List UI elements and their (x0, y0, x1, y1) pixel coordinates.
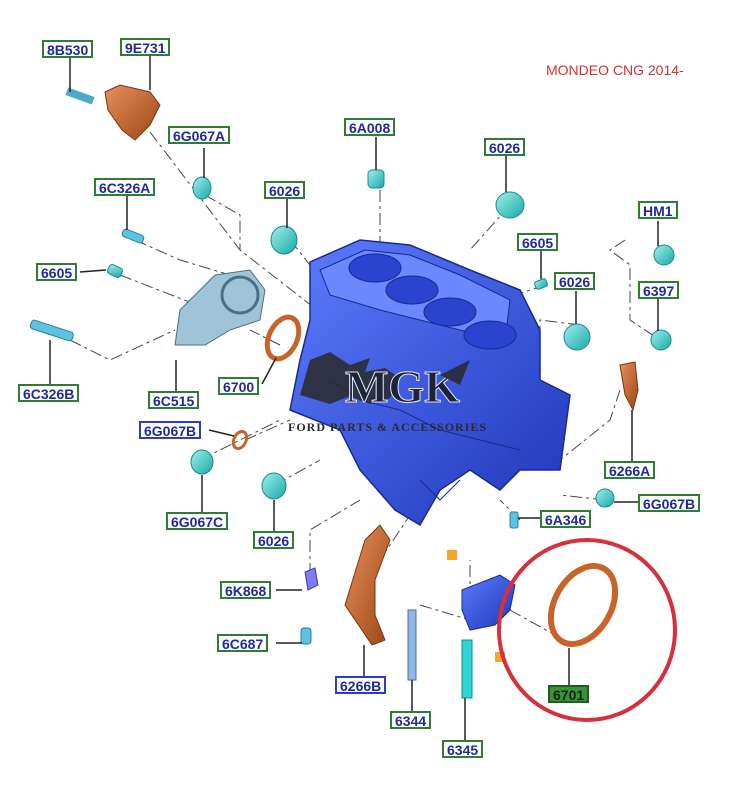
seal-6701 (547, 563, 619, 647)
label-stems (49, 56, 659, 740)
watermark-subtitle: FORD PARTS & ACCESSORIES (288, 420, 488, 434)
part-label-6k868[interactable]: 6K868 (220, 581, 272, 599)
seal-6g067b-ring (231, 429, 249, 451)
baffle-6266a (619, 361, 639, 412)
marker-square (447, 550, 457, 560)
part-label-6397[interactable]: 6397 (638, 281, 680, 299)
watermark-logo-text: MGK (345, 361, 460, 412)
highlight-circle (497, 538, 677, 722)
mgk-logo: MGK (300, 352, 470, 413)
part-label-6g067a[interactable]: 6G067A (168, 126, 231, 144)
seal-6700 (264, 314, 302, 362)
part-label-6026-right[interactable]: 6026 (554, 272, 596, 290)
part-label-6344[interactable]: 6344 (390, 711, 432, 729)
part-label-6605-left[interactable]: 6605 (36, 263, 78, 281)
part-label-9e731[interactable]: 9E731 (120, 38, 171, 56)
part-label-6a008[interactable]: 6A008 (344, 118, 396, 136)
part-label-6266b[interactable]: 6266B (335, 676, 387, 694)
part-label-6026-left[interactable]: 6026 (264, 181, 306, 199)
expansion-plugs (107, 169, 675, 508)
bracket-9e731 (65, 84, 161, 141)
part-label-6700[interactable]: 6700 (218, 377, 260, 395)
part-label-6345[interactable]: 6345 (442, 740, 484, 758)
engine-block (289, 239, 571, 527)
part-label-6701[interactable]: 6701 (548, 685, 590, 703)
part-label-6a346[interactable]: 6A346 (540, 510, 592, 528)
part-label-6266a[interactable]: 6266A (604, 461, 656, 479)
part-label-6605-right[interactable]: 6605 (517, 233, 559, 251)
part-label-6026-top[interactable]: 6026 (484, 138, 526, 156)
rear-cover-plate (174, 269, 266, 346)
part-label-6g067b-right[interactable]: 6G067B (638, 494, 701, 512)
clip-6k868 (304, 567, 319, 591)
part-label-6g067c[interactable]: 6G067C (166, 512, 229, 530)
part-label-hm1[interactable]: HM1 (638, 201, 678, 219)
part-label-6026-bottom[interactable]: 6026 (253, 531, 295, 549)
baffle-6266b (344, 524, 391, 646)
part-label-6c326a[interactable]: 6C326A (94, 178, 156, 196)
bolts (29, 228, 519, 699)
part-label-8b530[interactable]: 8B530 (42, 40, 94, 58)
model-title: MONDEO CNG 2014- (546, 62, 684, 78)
part-label-6c326b[interactable]: 6C326B (18, 384, 80, 402)
marker-square (495, 652, 505, 662)
part-label-6c687[interactable]: 6C687 (217, 634, 269, 652)
part-label-6c515[interactable]: 6C515 (148, 391, 200, 409)
part-label-6g067b-left[interactable]: 6G067B (139, 421, 202, 439)
